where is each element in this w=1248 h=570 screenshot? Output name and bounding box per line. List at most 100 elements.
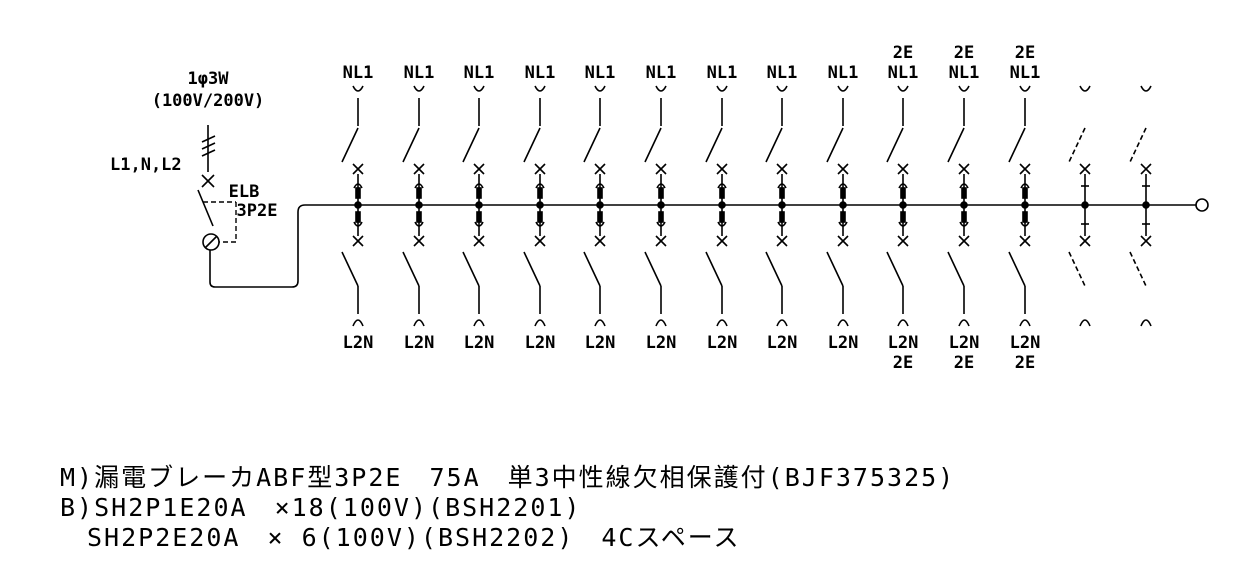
branch-circuit [462, 85, 485, 327]
switch-blade-bottom [523, 251, 541, 287]
branch-circuit [402, 85, 425, 327]
bus-tap [1021, 201, 1029, 209]
circuit-label-top: NL1 [525, 63, 556, 83]
switch-blade-bottom [462, 251, 480, 287]
circuit-label-bottom: L2N [343, 333, 374, 353]
switch-blade-bottom [644, 251, 662, 287]
bus-tap [960, 201, 968, 209]
branch-circuit [644, 85, 667, 327]
terminal-top [1019, 85, 1031, 92]
switch-blade-top [886, 127, 904, 163]
circuit-label-top: NL1 [828, 63, 859, 83]
bus-tap [1081, 201, 1089, 209]
switch-blade-top [1008, 127, 1026, 163]
terminal-bottom [837, 319, 849, 327]
bus-bar [330, 198, 1209, 212]
switch-blade-bottom [1068, 251, 1086, 287]
circuit-label-bottom: L2N [1010, 333, 1041, 353]
switch-blade-bottom [1129, 251, 1147, 287]
branch-circuit [886, 85, 909, 327]
branch-circuit [523, 85, 546, 327]
circuit-label-bottom: L2N [525, 333, 556, 353]
terminal-top [837, 85, 849, 92]
switch-blade-top [644, 127, 662, 163]
terminal-bottom [1140, 319, 1152, 327]
supply-wires-label: L1,N,L2 [110, 155, 182, 175]
circuit-label-bottom: L2N [949, 333, 980, 353]
note-main-breaker: M)漏電ブレーカABF型3P2E 75A 単3中性線欠相保護付(BJF37532… [60, 463, 956, 492]
main-breaker-type-label: ELB [229, 182, 260, 202]
branch-circuit [341, 85, 364, 327]
circuit-label-bottom: L2N [585, 333, 616, 353]
terminal-bottom [958, 319, 970, 327]
supply-voltage-label: (100V/200V) [152, 91, 265, 111]
branch-circuit [947, 85, 970, 327]
terminal-bottom [1079, 319, 1091, 327]
switch-blade-bottom [826, 251, 844, 287]
circuit-label-bottom: L2N [646, 333, 677, 353]
note-branch-breakers-1e: B)SH2P1E20A ×18(100V)(BSH2201) [60, 493, 582, 522]
circuit-label-top: 2E [954, 43, 974, 63]
elb-trip-link [203, 201, 237, 243]
circuit-label-top: NL1 [1010, 63, 1041, 83]
switch-blade-bottom [705, 251, 723, 287]
switch-blade-top [462, 127, 480, 163]
circuit-label-top: NL1 [707, 63, 738, 83]
switch-blade-bottom [341, 251, 359, 287]
terminal-top [1079, 85, 1091, 92]
bus-tap [354, 201, 362, 209]
bus-tap [778, 201, 786, 209]
switch-blade-top [705, 127, 723, 163]
terminal-bottom [594, 319, 606, 327]
circuit-label-bottom: L2N [707, 333, 738, 353]
terminal-bottom [776, 319, 788, 327]
branch-circuit [583, 85, 606, 327]
switch-blade-top [583, 127, 601, 163]
bus-tap [718, 201, 726, 209]
terminal-top [413, 85, 425, 92]
circuit-label-bottom: L2N [828, 333, 859, 353]
switch-blade-top [402, 127, 420, 163]
terminal-bottom [534, 319, 546, 327]
bus-tap [415, 201, 423, 209]
circuit-label-top: NL1 [404, 63, 435, 83]
circuit-label-top: 2E [1015, 43, 1035, 63]
switch-blade-bottom [1008, 251, 1026, 287]
bus-tap [536, 201, 544, 209]
branch-circuit [826, 85, 849, 327]
bus-tap [475, 201, 483, 209]
terminal-bottom [473, 319, 485, 327]
branch-circuit [1068, 85, 1091, 327]
switch-blade-bottom [947, 251, 965, 287]
bus-tap [657, 201, 665, 209]
terminal-top [473, 85, 485, 92]
switch-blade-top [1068, 127, 1086, 163]
circuit-label-top: NL1 [888, 63, 919, 83]
bus-tap [899, 201, 907, 209]
terminal-bottom [413, 319, 425, 327]
switch-blade-top [947, 127, 965, 163]
branch-circuit [765, 85, 788, 327]
switch-blade-top [765, 127, 783, 163]
switch-blade-bottom [886, 251, 904, 287]
main-breaker-poles-label: 3P2E [237, 201, 278, 221]
terminal-top [1140, 85, 1152, 92]
terminal-top [534, 85, 546, 92]
switch-blade-bottom [583, 251, 601, 287]
circuit-label-top: NL1 [949, 63, 980, 83]
terminal-bottom [352, 319, 364, 327]
terminal-bottom [655, 319, 667, 327]
switch-blade-bottom [765, 251, 783, 287]
circuit-label-bottom: L2N [464, 333, 495, 353]
circuit-label-top: NL1 [464, 63, 495, 83]
switch-blade-top [523, 127, 541, 163]
circuit-label-bottom: L2N [404, 333, 435, 353]
circuit-label-bottom: 2E [954, 353, 974, 373]
terminal-top [655, 85, 667, 92]
switch-blade-top [341, 127, 359, 163]
bus-tap [839, 201, 847, 209]
circuit-label-top: NL1 [343, 63, 374, 83]
circuit-label-top: NL1 [646, 63, 677, 83]
